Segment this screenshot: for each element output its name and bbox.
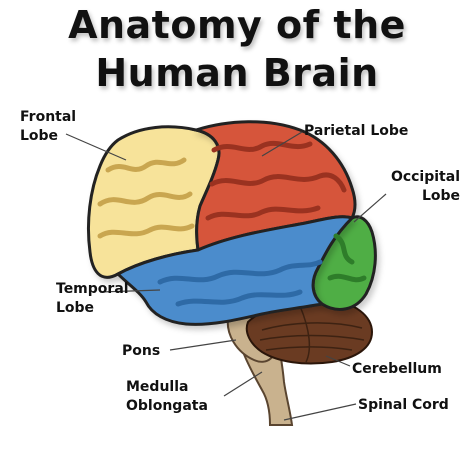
title-line-1: Anatomy of the <box>68 3 406 47</box>
label-occipital-lobe: Occipital Lobe <box>391 168 460 206</box>
leader-parietal <box>261 131 303 157</box>
label-frontal-line2: Lobe <box>20 128 59 144</box>
leader-spinal <box>283 403 357 421</box>
label-temporal-line1: Temporal <box>56 281 129 297</box>
label-medulla-line1: Medulla <box>126 379 189 395</box>
leader-cerebellum <box>325 355 351 367</box>
leader-pons <box>169 339 237 351</box>
label-cerebellum: Cerebellum <box>352 361 442 377</box>
leader-occipital <box>353 193 387 223</box>
cerebellum-folds <box>259 305 365 363</box>
leader-lines <box>65 131 387 421</box>
label-temporal-line2: Lobe <box>56 300 95 316</box>
label-frontal-line1: Frontal <box>20 109 77 125</box>
label-frontal-lobe: Frontal Lobe <box>20 108 76 146</box>
label-pons: Pons <box>122 343 161 359</box>
leader-temporal <box>99 289 161 293</box>
label-spinal-cord: Spinal Cord <box>358 397 449 413</box>
label-medulla-oblongata: Medulla Oblongata <box>126 378 208 416</box>
label-occipital-line1: Occipital <box>390 169 460 185</box>
label-temporal-lobe: Temporal Lobe <box>56 280 129 318</box>
occipital-gyri <box>327 233 367 283</box>
leader-frontal <box>65 133 127 161</box>
label-occipital-line2: Lobe <box>421 188 460 204</box>
title-line-2: Human Brain <box>95 51 379 95</box>
parietal-gyri <box>205 140 347 221</box>
label-medulla-line2: Oblongata <box>126 398 208 414</box>
leader-medulla <box>223 371 263 397</box>
temporal-gyri <box>157 259 323 307</box>
label-parietal-lobe: Parietal Lobe <box>304 123 409 139</box>
frontal-gyri <box>97 157 195 239</box>
